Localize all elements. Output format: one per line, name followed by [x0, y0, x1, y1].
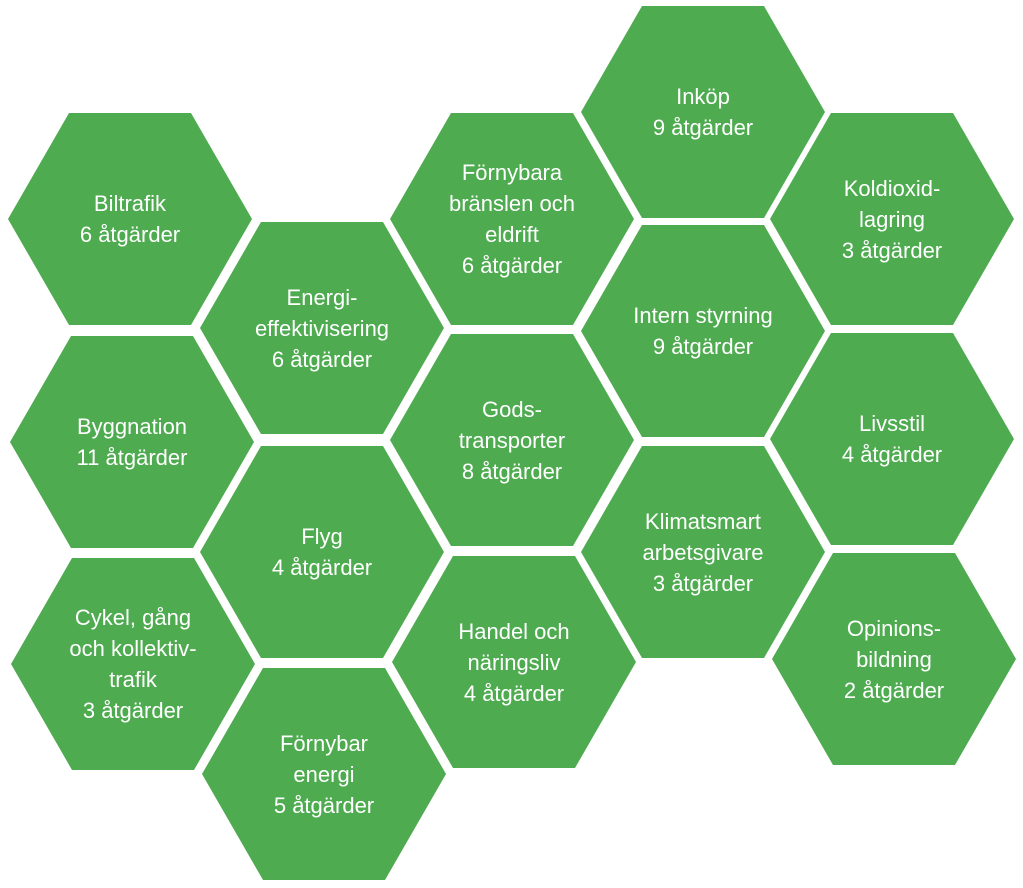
- hex-flyg: Flyg 4 åtgärder: [200, 446, 444, 658]
- hex-line: Gods-: [482, 396, 542, 422]
- hex-label: Flyg 4 åtgärder: [272, 521, 372, 583]
- hex-line: näringsliv: [467, 649, 561, 675]
- hex-line: effektivisering: [254, 315, 390, 341]
- hex-label: Byggnation 11 åtgärder: [77, 411, 188, 473]
- hex-line: Byggnation: [76, 414, 188, 439]
- hex-line: Flyg: [301, 524, 343, 549]
- hex-line: 4 åtgärder: [841, 442, 943, 467]
- hex-livsstil: Livsstil 4 åtgärder: [770, 333, 1014, 545]
- hex-line: 8 åtgärder: [461, 458, 563, 484]
- hex-line: transporter: [458, 427, 566, 453]
- hex-label: Förnybara bränslen och eldrift 6 åtgärde…: [449, 157, 575, 281]
- hex-opinionsbildning: Opinions- bildning 2 åtgärder: [772, 553, 1016, 765]
- hex-cykel: Cykel, gång och kollektiv- trafik 3 åtgä…: [11, 558, 255, 770]
- hex-fornybara-branslen: Förnybara bränslen och eldrift 6 åtgärde…: [390, 113, 634, 325]
- hex-biltrafik: Biltrafik 6 åtgärder: [8, 113, 252, 325]
- hex-label: Gods- transporter 8 åtgärder: [459, 394, 565, 487]
- hex-line: eldrift: [485, 222, 539, 247]
- hex-line: Opinions-: [846, 615, 942, 641]
- hex-line: Klimatsmart: [644, 508, 762, 534]
- hex-line: 3 åtgärder: [652, 570, 754, 596]
- hex-line: energi: [293, 761, 355, 787]
- hex-line: 4 åtgärder: [463, 680, 565, 706]
- hex-line: 9 åtgärder: [652, 334, 754, 359]
- hex-line: bränslen och: [449, 191, 575, 216]
- hex-handel: Handel och näringsliv 4 åtgärder: [392, 556, 636, 768]
- hex-line: 6 åtgärder: [271, 346, 373, 372]
- hex-line: Inköp: [676, 84, 730, 109]
- hex-line: 5 åtgärder: [273, 792, 375, 818]
- hex-line: Cykel, gång: [74, 605, 192, 630]
- hex-label: Energi- effektivisering 6 åtgärder: [255, 282, 389, 375]
- hex-label: Koldioxid- lagring 3 åtgärder: [842, 173, 942, 266]
- hex-line: Handel och: [458, 618, 570, 644]
- hex-line: bildning: [856, 646, 932, 672]
- hex-koldioxidlagring: Koldioxid- lagring 3 åtgärder: [770, 113, 1014, 325]
- hex-label: Intern styrning 9 åtgärder: [633, 300, 772, 362]
- hex-line: 2 åtgärder: [843, 677, 945, 703]
- hex-label: Förnybar energi 5 åtgärder: [274, 728, 374, 821]
- hex-line: 11 åtgärder: [76, 445, 188, 470]
- hex-label: Handel och näringsliv 4 åtgärder: [458, 616, 569, 709]
- hex-line: 6 åtgärder: [79, 222, 181, 247]
- hex-energieffektivisering: Energi- effektivisering 6 åtgärder: [200, 222, 444, 434]
- hex-line: Förnybara: [461, 160, 563, 185]
- hex-label: Biltrafik 6 åtgärder: [80, 188, 180, 250]
- hex-label: Inköp 9 åtgärder: [653, 81, 753, 143]
- hex-line: 6 åtgärder: [461, 253, 563, 278]
- hex-fornybar-energi: Förnybar energi 5 åtgärder: [202, 668, 446, 880]
- hex-line: 9 åtgärder: [652, 115, 754, 140]
- hex-byggnation: Byggnation 11 åtgärder: [10, 336, 254, 548]
- hex-line: arbetsgivare: [642, 539, 764, 565]
- hex-line: och kollektiv-: [69, 636, 197, 661]
- hex-line: Energi-: [286, 284, 358, 310]
- hex-line: Intern styrning: [633, 303, 773, 328]
- hex-line: Livsstil: [858, 411, 925, 436]
- hex-line: Biltrafik: [93, 191, 167, 216]
- hex-line: lagring: [858, 206, 926, 232]
- hex-line: 3 åtgärder: [82, 698, 184, 723]
- hex-line: 4 åtgärder: [271, 555, 373, 580]
- hex-label: Cykel, gång och kollektiv- trafik 3 åtgä…: [69, 602, 196, 726]
- hex-label: Klimatsmart arbetsgivare 3 åtgärder: [642, 506, 763, 599]
- hex-godstransporter: Gods- transporter 8 åtgärder: [390, 334, 634, 546]
- hex-line: Koldioxid-: [843, 175, 941, 201]
- hex-line: trafik: [109, 667, 157, 692]
- hex-inkop: Inköp 9 åtgärder: [581, 6, 825, 218]
- hex-line: Förnybar: [279, 730, 369, 756]
- hex-klimatsmart: Klimatsmart arbetsgivare 3 åtgärder: [581, 446, 825, 658]
- hex-label: Opinions- bildning 2 åtgärder: [844, 613, 944, 706]
- hex-line: 3 åtgärder: [841, 237, 943, 263]
- hex-label: Livsstil 4 åtgärder: [842, 408, 942, 470]
- hex-intern-styrning: Intern styrning 9 åtgärder: [581, 225, 825, 437]
